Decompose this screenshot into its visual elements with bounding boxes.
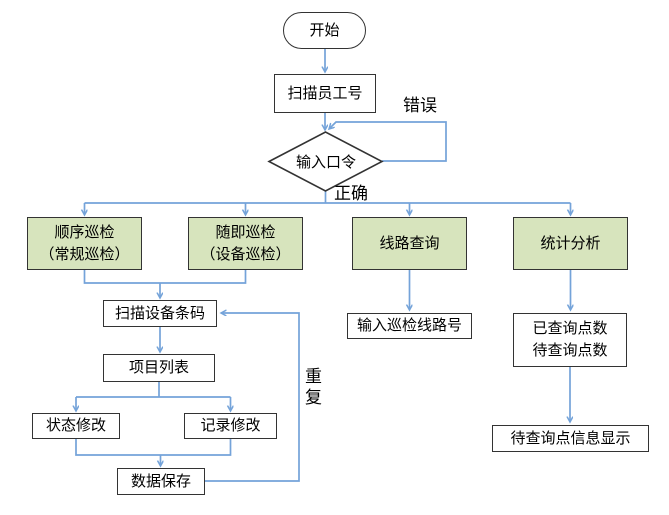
connector-modify-merge bbox=[75, 439, 232, 456]
random-inspection-line1: 随即巡检 bbox=[215, 223, 276, 241]
node-status-modify: 状态修改 bbox=[32, 413, 120, 439]
node-point-counts: 已查询点数 待查询点数 bbox=[513, 313, 627, 367]
point-counts-line1: 已查询点数 bbox=[532, 320, 608, 337]
node-start: 开始 bbox=[283, 12, 366, 49]
node-enter-password: 输入口令 bbox=[295, 153, 356, 171]
connector-error-loop bbox=[329, 121, 447, 162]
point-counts-line2: 待查询点数 bbox=[532, 342, 608, 359]
password-diamond-shape bbox=[267, 131, 384, 192]
node-scan-device-barcode: 扫描设备条码 bbox=[103, 300, 217, 327]
connector-repeat-loop bbox=[205, 313, 300, 482]
sequential-inspection-line1: 顺序巡检 bbox=[54, 223, 115, 241]
connector-success-rail bbox=[84, 191, 571, 204]
node-random-inspection: 随即巡检 （设备巡检） bbox=[188, 217, 303, 270]
node-line-query: 线路查询 bbox=[352, 217, 467, 270]
node-pending-point-info-display: 待查询点信息显示 bbox=[492, 425, 649, 452]
label-repeat: 重复 bbox=[305, 367, 322, 407]
node-item-list: 项目列表 bbox=[103, 354, 215, 382]
node-statistical-analysis: 统计分析 bbox=[513, 217, 628, 270]
node-scan-employee-id: 扫描员工号 bbox=[274, 74, 376, 113]
random-inspection-line2: （设备巡检） bbox=[200, 245, 291, 263]
node-input-inspection-line-number: 输入巡检线路号 bbox=[347, 313, 472, 339]
sequential-inspection-line2: （常规巡检） bbox=[39, 245, 130, 263]
node-sequential-inspection: 顺序巡检 （常规巡检） bbox=[27, 217, 142, 270]
label-success: 正确 bbox=[334, 184, 368, 203]
node-data-save: 数据保存 bbox=[117, 468, 205, 495]
connector-inspection-merge bbox=[83, 270, 247, 284]
connector-item-list-split bbox=[76, 382, 231, 398]
node-record-modify: 记录修改 bbox=[184, 413, 277, 439]
label-error: 错误 bbox=[403, 96, 437, 115]
